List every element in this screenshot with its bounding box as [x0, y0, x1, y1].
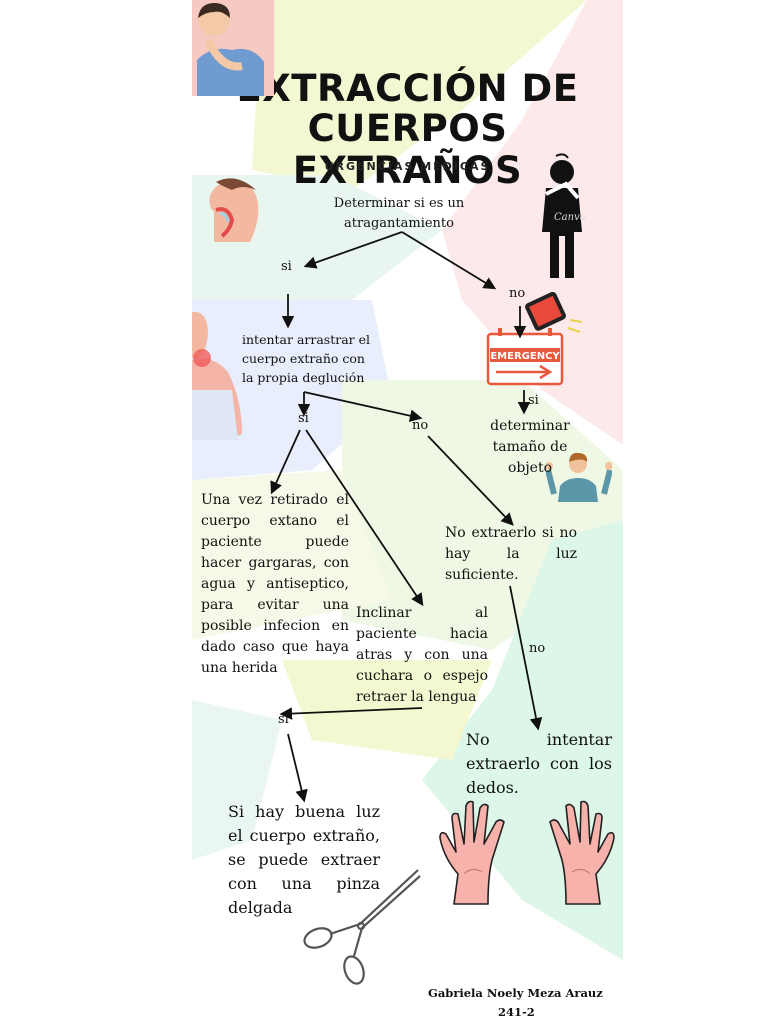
arrow-no2-to-no-light [427, 435, 514, 526]
tweezers-forceps-icon [303, 869, 421, 985]
label-si-4: si [278, 712, 289, 727]
arrow-swallow-to-no2 [303, 391, 423, 422]
arrow-no-light-to-no-fingers [509, 585, 543, 731]
arrow-start-to-si [303, 231, 403, 269]
label-si-1: si [281, 259, 292, 274]
node-determine-size: determinar tamaño de objeto [490, 418, 570, 476]
label-no-2: no [412, 418, 429, 433]
flow-arrows [270, 231, 543, 803]
node-determine-choking: Determinar si es un atragantamiento [333, 196, 465, 231]
canva-watermark: Canva [554, 212, 586, 223]
infographic-page: EXTRACCIÓN DE CUERPOS EXTRAÑOS URGENCIAS… [192, 0, 623, 1024]
label-si-2: si [298, 411, 309, 426]
arrow-si2-to-incline [305, 429, 424, 607]
author-name: Gabriela Noely Meza Arauz [428, 986, 603, 1000]
node-no-fingers: No intentar extraerlo con los dedos. [466, 730, 612, 797]
label-no-3: no [529, 641, 546, 656]
throat-anatomy-illustration [209, 178, 259, 242]
author-group: 241-2 [498, 1005, 535, 1019]
swallowing-person-illustration [192, 311, 242, 440]
emergency-phone-sign-icon: EMERGENCY [486, 292, 583, 386]
subtitle: URGENCIAS MÉDICAS [324, 160, 491, 173]
label-no-1: no [509, 286, 526, 301]
node-incline: Inclinar al paciente hacia atras y con u… [356, 605, 488, 705]
hands-illustration [439, 800, 615, 905]
node-swallow: intentar arrastrar el cuerpo extraño con… [242, 332, 371, 385]
person-stop-gesture-illustration [546, 452, 612, 502]
arrow-si2-to-after-removed [270, 429, 301, 495]
label-si-3: si [528, 393, 539, 408]
arrow-incline-to-si4 [279, 707, 423, 720]
node-after-removed: Una vez retirado el cuerpo extano el pac… [201, 492, 349, 676]
node-no-light: No extraerlo si no hay la luz suficiente… [445, 525, 577, 583]
title-line-1: EXTRACCIÓN DE [236, 67, 579, 110]
arrow-si4-to-good-light [287, 733, 308, 803]
choking-person-illustration [192, 0, 274, 96]
arrow-start-to-no [401, 231, 497, 290]
emergency-sign-label: EMERGENCY [490, 351, 560, 362]
node-good-light: Si hay buena luz el cuerpo extraño, se p… [228, 802, 380, 917]
choking-silhouette-icon: Canva [542, 153, 586, 278]
title-line-2: CUERPOS EXTRAÑOS [292, 107, 523, 192]
